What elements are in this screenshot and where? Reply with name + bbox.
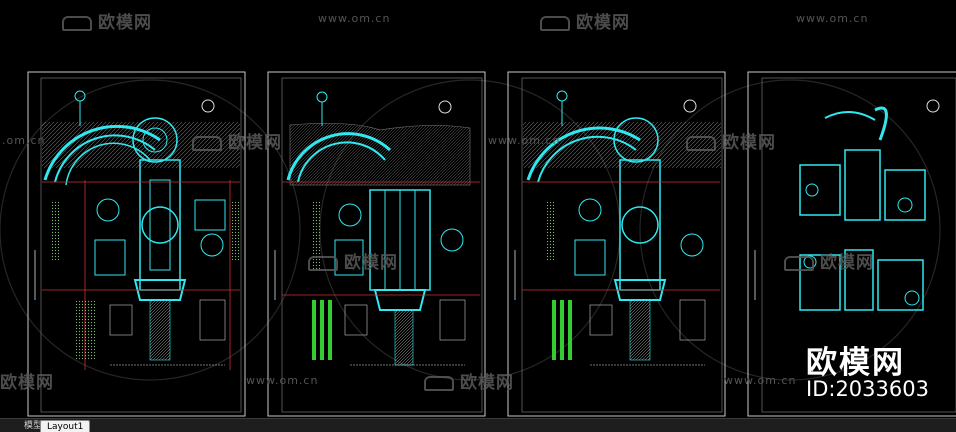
layout-sheet-1[interactable] <box>27 71 246 417</box>
watermark-brand: 欧模网 <box>62 8 152 33</box>
watermark-brand: 欧模网 <box>686 128 776 153</box>
watermark-logo-icon <box>62 15 92 31</box>
watermark-brand: 欧模网 <box>192 128 282 153</box>
watermark-url: www.om.cn <box>318 12 391 25</box>
drawing-canvas[interactable] <box>0 0 956 418</box>
watermark-logo-icon <box>784 255 814 271</box>
watermark-url: .om.cn <box>2 134 46 147</box>
watermark-url: www.om.cn <box>796 12 869 25</box>
watermark-brand: 欧模网 <box>0 373 54 393</box>
watermark-brand: 欧模网 <box>784 248 874 273</box>
layout-sheet-3[interactable] <box>507 71 726 417</box>
layout-tab-bar: 模型 Layout1 <box>0 418 956 432</box>
tab-model[interactable]: 模型 <box>24 421 43 431</box>
watermark-logo-icon <box>192 135 222 151</box>
watermark-brand: 欧模网 <box>424 368 514 393</box>
watermark-brand-large: 欧模网 <box>806 345 905 381</box>
tab-layout1[interactable]: Layout1 <box>40 420 91 432</box>
layout-sheet-2[interactable] <box>267 71 486 417</box>
watermark-brand: 欧模网 <box>308 248 398 273</box>
watermark-url: www.om.cn <box>724 374 797 387</box>
watermark-logo-icon <box>686 135 716 151</box>
watermark-url: www.om.cn <box>246 374 319 387</box>
watermark-id: ID:2033603 <box>806 377 929 401</box>
layout-sheet-4[interactable] <box>747 71 956 417</box>
watermark-logo-icon <box>424 375 454 391</box>
watermark-logo-icon <box>308 255 338 271</box>
watermark-brand: 欧模网 <box>540 8 630 33</box>
watermark-url: www.om.cn <box>488 134 561 147</box>
watermark-logo-icon <box>540 15 570 31</box>
